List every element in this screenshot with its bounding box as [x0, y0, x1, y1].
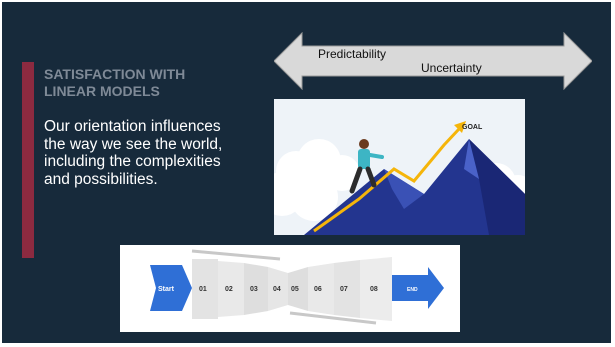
- predictability-label: Predictability: [318, 47, 387, 61]
- step-label: 02: [225, 286, 233, 293]
- title-line-1: SATISFACTION WITH: [44, 66, 186, 82]
- end-arrow-icon: [392, 267, 444, 309]
- step-label: 01: [199, 286, 207, 293]
- mountain-icon: [304, 139, 525, 235]
- accent-bar: [22, 62, 34, 258]
- start-label: Start: [158, 286, 175, 293]
- step-label: 08: [370, 286, 378, 293]
- title-line-2: LINEAR MODELS: [44, 83, 160, 99]
- step-label: 03: [250, 286, 258, 293]
- goal-label: GOAL: [462, 124, 483, 131]
- step-label: 05: [291, 286, 299, 293]
- start-arrow-icon: [150, 265, 192, 311]
- slide-title: SATISFACTION WITH LINEAR MODELS: [44, 66, 244, 100]
- trend-arrow-icon: [313, 121, 466, 233]
- step-label: 06: [314, 286, 322, 293]
- goal-illustration: GOAL: [260, 99, 534, 235]
- body-text: Our orientation influences the way we se…: [44, 118, 223, 188]
- uncertainty-label: Uncertainty: [421, 61, 482, 75]
- process-funnel: Start END 01 02 03 04 05 06 07 08: [120, 245, 460, 332]
- step-label: 07: [340, 286, 348, 293]
- end-label: END: [407, 287, 418, 293]
- step-label: 04: [273, 286, 281, 293]
- climber-icon: [349, 139, 384, 194]
- double-arrow-icon: [274, 32, 592, 90]
- slide: SATISFACTION WITH LINEAR MODELS Our orie…: [2, 2, 611, 343]
